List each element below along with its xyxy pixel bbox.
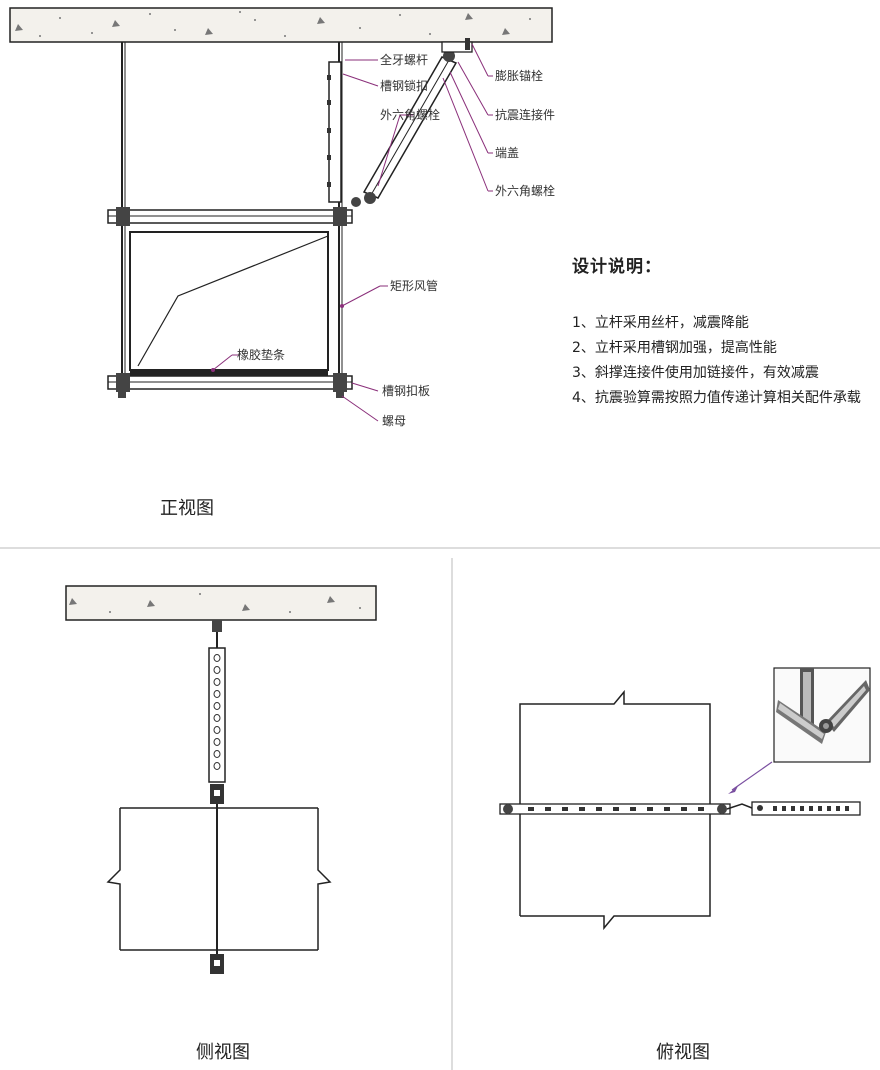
side-view [65,585,377,974]
detail-inset-photo [776,668,870,744]
design-note-item: 3、斜撑连接件使用加链接件，有效减震 [572,365,819,381]
front-view-title: 正视图 [160,498,214,519]
top-view [499,667,871,931]
design-notes: 设计说明： 1、立杆采用丝杆，减震降能 2、立杆采用槽钢加强，提高性能 3、斜撑… [572,252,862,411]
rubber-pad [130,370,328,376]
top-duct-outline [519,689,711,931]
rectangular-duct [129,231,329,371]
front-view: 全牙螺杆 槽钢锁扣 外六角螺栓 膨胀锚栓 抗震连接件 端盖 外六角螺栓 矩形风管… [9,7,555,428]
label-hex-bolt-2: 外六角螺栓 [495,183,555,198]
label-nut: 螺母 [382,414,406,428]
label-expansion-anchor: 膨胀锚栓 [495,68,543,83]
label-full-thread-rod: 全牙螺杆 [380,52,428,67]
slab-aggregate [15,11,531,37]
label-seismic-connector: 抗震连接件 [495,107,555,122]
label-rubber-pad: 橡胶垫条 [237,347,285,362]
nut-right [336,392,344,398]
side-concrete-slab [65,585,377,621]
side-view-title: 侧视图 [196,1042,250,1063]
top-brace-channel [751,801,861,816]
label-channel-lock: 槽钢锁扣 [380,78,428,93]
top-view-title: 俯视图 [656,1042,710,1063]
design-notes-title: 设计说明： [572,257,662,277]
front-concrete-slab [9,7,553,43]
label-end-cap: 端盖 [495,146,519,160]
leader-lines [212,43,493,422]
label-hex-bolt-1: 外六角螺栓 [380,107,440,122]
design-note-item: 1、立杆采用丝杆，减震降能 [572,315,749,331]
side-duct-outline [106,808,121,950]
design-note-item: 2、立杆采用槽钢加强，提高性能 [572,340,777,356]
label-rect-duct: 矩形风管 [390,278,438,293]
design-note-item: 4、抗震验算需按照力值传递计算相关配件承载 [572,390,861,406]
nut-left [118,392,126,398]
inset-pointer [731,761,773,791]
label-channel-plate: 槽钢扣板 [382,384,430,398]
